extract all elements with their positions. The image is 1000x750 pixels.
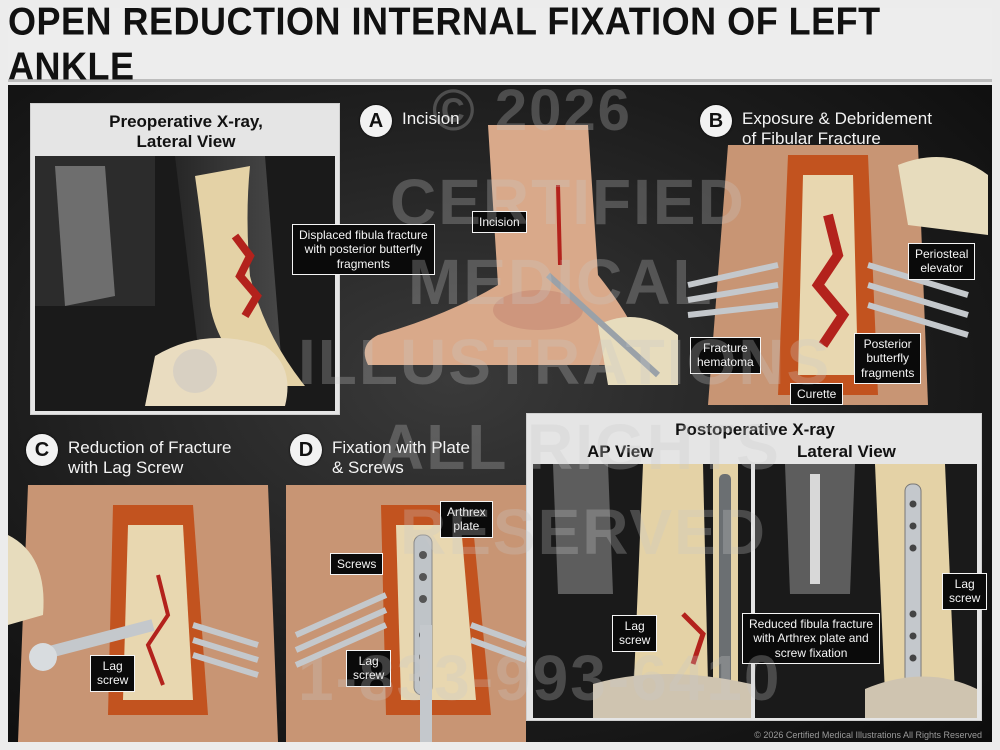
preop-xray-panel: Preoperative X-ray, Lateral View: [30, 103, 340, 415]
reduced-fracture-callout: Reduced fibula fracture with Arthrex pla…: [742, 613, 881, 665]
incision-callout: Incision: [472, 211, 527, 234]
step-a-text: Incision: [402, 109, 460, 128]
postop-lateral-xray: [755, 464, 977, 718]
step-d-badge: D: [290, 434, 322, 466]
retractor-icon: [192, 622, 259, 678]
glove-hand-icon: [8, 535, 44, 625]
step-a-illustration: [348, 125, 688, 385]
glove-hand-icon: [898, 157, 988, 235]
butterfly-fragments-callout: Posterior butterfly fragments: [854, 333, 922, 385]
arthrex-plate-callout: Arthrex plate: [440, 501, 493, 538]
title-bar: OPEN REDUCTION INTERNAL FIXATION OF LEFT…: [8, 0, 992, 88]
glove-hand-icon: [598, 317, 678, 385]
curette-callout: Curette: [790, 383, 844, 406]
step-c-illustration: [8, 485, 283, 742]
ap-view-label: AP View: [587, 442, 654, 461]
postop-lag-screw-ap-callout: Lag screw: [612, 615, 658, 652]
preop-heading: Preoperative X-ray, Lateral View: [109, 112, 263, 151]
screws-callout: Screws: [330, 553, 384, 576]
page-title: OPEN REDUCTION INTERNAL FIXATION OF LEFT…: [8, 0, 881, 88]
step-c-badge: C: [26, 434, 58, 466]
retractor-icon: [294, 592, 526, 668]
step-b-text: Exposure & Debridement of Fibular Fractu…: [742, 109, 932, 148]
step-d-text: Fixation with Plate & Screws: [332, 438, 470, 477]
step-a-label: A Incision: [360, 105, 460, 137]
fracture-hematoma-callout: Fracture hematoma: [690, 337, 761, 374]
step-c-svg: [8, 485, 278, 742]
lateral-view-label: Lateral View: [797, 442, 896, 461]
illustration-canvas: Preoperative X-ray, Lateral View: [8, 85, 992, 742]
postop-ap-svg: [533, 464, 751, 718]
preop-fracture-callout: Displaced fibula fracture with posterior…: [292, 224, 435, 276]
step-c-text: Reduction of Fracture with Lag Screw: [68, 438, 232, 477]
step-a-svg: [364, 125, 678, 385]
step-d-lag-screw-callout: Lag screw: [346, 650, 392, 687]
copyright-notice: © 2026 Certified Medical Illustrations A…: [754, 730, 982, 740]
step-b-badge: B: [700, 105, 732, 137]
postop-heading: Postoperative X-ray: [675, 420, 835, 439]
periosteal-elevator-callout: Periosteal elevator: [908, 243, 976, 280]
postop-xray-panel: Postoperative X-ray AP View Lateral View: [526, 413, 982, 721]
step-a-badge: A: [360, 105, 392, 137]
postop-lateral-svg: [755, 464, 977, 718]
step-b-label: B Exposure & Debridement of Fibular Frac…: [700, 105, 932, 148]
step-c-lag-screw-callout: Lag screw: [90, 655, 136, 692]
postop-ap-xray: [533, 464, 751, 718]
step-c-label: C Reduction of Fracture with Lag Screw: [26, 434, 231, 477]
step-d-label: D Fixation with Plate & Screws: [290, 434, 470, 477]
retractor-icon: [687, 262, 969, 338]
postop-lag-screw-lateral-callout: Lag screw: [942, 573, 988, 610]
preop-xray-image: [35, 156, 335, 411]
screwdriver-icon: [29, 619, 155, 671]
preop-xray-svg: [35, 156, 335, 411]
